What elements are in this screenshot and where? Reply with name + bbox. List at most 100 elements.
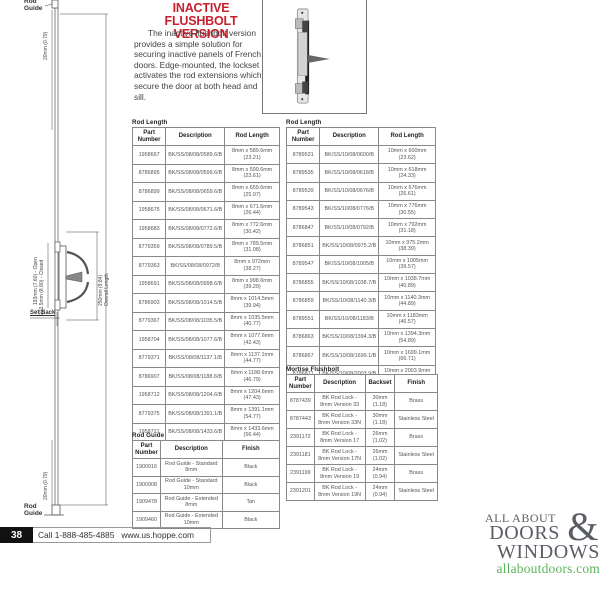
table-cell: Brass (394, 392, 438, 411)
table-cell: 1958675 (131, 200, 167, 220)
brand-line1: ALL ABOUT (484, 511, 556, 525)
table-cell: BK Rod Lock - 8mm Version 17N (313, 446, 366, 465)
col-header: Part Number (286, 374, 315, 393)
page-number: 38 (0, 527, 33, 543)
table-cell: Brass (394, 428, 438, 447)
table-cell: 30mm (1.18) (364, 410, 396, 429)
table-cell: BK/SS/10/08/1183/B (319, 309, 380, 329)
table-cell: 8786855 (285, 273, 321, 293)
brand-logo: ALL ABOUT DOORS & WINDOWS allaboutdoors.… (456, 507, 600, 576)
dim-top-label: 20mm (0.79) (43, 31, 49, 60)
table-cell: BK/SS/08/08/0789.5/B (165, 237, 226, 257)
brand-line2-wrap: DOORS & (456, 507, 600, 547)
table-cell: BK/SS/08/08/0589.6/B (165, 145, 226, 165)
table-caption: Rod Length (286, 119, 322, 126)
col-header: Description (165, 127, 226, 146)
table-cell: BK Rod Lock - 8mm Version 17 (313, 428, 366, 447)
table-cell: 8mm x 599.6mm (23.61) (224, 163, 280, 183)
table-cell: 8mm x 671.6mm (26.44) (224, 200, 280, 220)
section-title-line1: INACTIVE FLUSHBOLT (164, 1, 238, 28)
col-header: Part Number (131, 127, 167, 146)
table-caption: Rod Guide (132, 432, 165, 439)
table-cell: Rod Guide - Standard 10mm (159, 475, 223, 494)
table-cell: 8779359 (131, 237, 167, 257)
table-cell: BK/SS/08/08/0772.6/B (165, 219, 226, 239)
table-cell: Rod Guide - Extended 8mm (159, 493, 223, 512)
table-cell: BK/SS/08/08/1014.5/B (165, 293, 226, 313)
table-cell: 8786863 (285, 327, 321, 348)
table-cell: 10mm x 1699.1mm (66.71) (378, 346, 436, 366)
table-cell: 8mm x 789.5mm (31.08) (224, 237, 280, 257)
table-cell: 8789539 (285, 181, 321, 201)
table-cell: Rod Guide - Extended 10mm (159, 510, 223, 529)
table-cell: 8786867 (285, 346, 321, 366)
table-cell: 30mm (1.18) (364, 392, 396, 411)
table-cell: BK/SS/08/08/0671.6/B (165, 200, 226, 220)
overall-length-label: Overall Length (104, 273, 110, 306)
table-cell: 1958667 (131, 145, 167, 165)
table-cell: 2391201 (286, 482, 315, 501)
set-back-label: Set Back (30, 310, 56, 316)
table-cell: 8786907 (131, 367, 167, 387)
table-cell: 1909478 (132, 493, 161, 512)
table-cell: 1958712 (131, 385, 167, 405)
table-cell: 1958704 (131, 330, 167, 350)
table-cell: 8mm x 1014.5mm (39.94) (224, 293, 280, 313)
table-cell: Stainless Steel (394, 446, 438, 465)
table-cell: 1900908 (132, 475, 161, 494)
section-title-line2: VERSION (173, 27, 229, 41)
table-cell: BK/SS/08/08/1204.6/B (165, 385, 226, 405)
table-cell: 24mm (0.94) (364, 464, 396, 483)
table-cell: BK/SS/10/08/0792/B (319, 218, 380, 238)
table-cell: BK/SS/10/08/0975.2/B (319, 236, 380, 256)
table-cell: 2391181 (286, 446, 315, 465)
table-cell: 26mm (1.02) (364, 446, 396, 465)
table-cell: BK/SS/08/08/1188.6/B (165, 367, 226, 387)
table-cell: BK/SS/08/08/0972/B (165, 256, 226, 276)
table-cell: 10mm x 975.2mm (38.39) (378, 236, 436, 256)
table-cell: 8mm x 1433.6mm (56.44) (224, 422, 280, 442)
intro-paragraph: The inactive flushbolt version provides … (134, 28, 262, 102)
table-cell: BK Rod Lock - 8mm Version 33 (313, 392, 366, 411)
table-cell: 8mm x 1077.6mm (42.43) (224, 330, 280, 350)
table-cell: 1900916 (132, 458, 161, 477)
table-cell: 10mm x 676mm (26.61) (378, 181, 436, 201)
table-cell: 8mm x 1137.1mm (44.77) (224, 348, 280, 368)
table-cell: 8mm x 1035.5mm (40.77) (224, 311, 280, 331)
rod-guide-top-label: Rod Guide (24, 0, 43, 12)
table-cell: 8779363 (131, 256, 167, 276)
product-photo (262, 0, 367, 114)
table-cell: BK/SS/08/08/1137.1/B (165, 348, 226, 368)
table-cell: BK/SS/08/08/1035.5/B (165, 311, 226, 331)
table-cell: BK/SS/10/08/1038.7/B (319, 273, 380, 293)
table-cell: 10mm x 1140.3mm (44.89) (378, 291, 436, 311)
table-cell: 24mm (0.94) (364, 482, 396, 501)
table-cell: 8786859 (285, 291, 321, 311)
rod-guide-bottom-label: Rod Guide (24, 503, 43, 517)
table-cell: 10mm x 1005mm (39.57) (378, 254, 436, 275)
table-cell: 10mm x 776mm (30.55) (378, 199, 436, 220)
table-cell: 8789535 (285, 163, 321, 183)
table-cell: BK/SS/10/08/0600/B (319, 144, 380, 165)
table-cell: 2391172 (286, 428, 315, 447)
table-cell: Rod Guide - Standard 8mm (159, 458, 223, 477)
flushbolt-dimension-diagram: Rod Guide 20mm (0.79) 193mm (7.60) - Ope… (0, 0, 125, 525)
flushbolt-product-icon (295, 8, 330, 104)
rod-length-8mm-table: Rod Length Part Number Description Rod L… (131, 119, 280, 479)
table-cell: 8789543 (285, 199, 321, 220)
table-cell: 8786851 (285, 236, 321, 256)
